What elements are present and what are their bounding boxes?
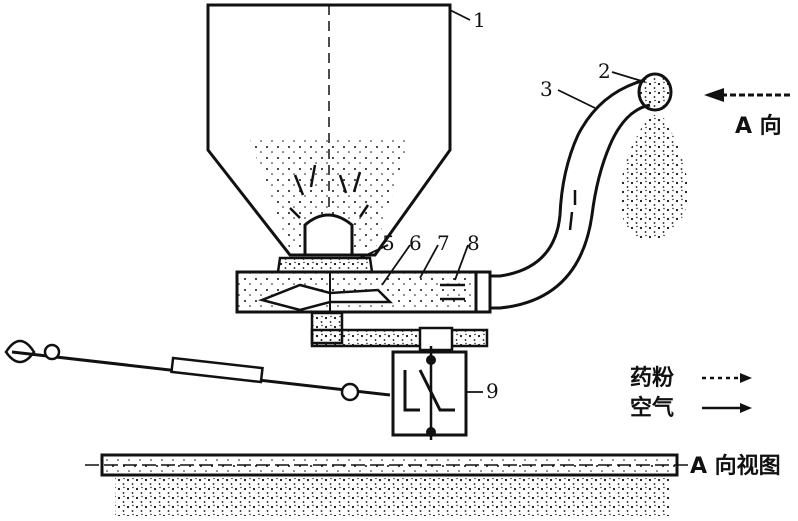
label-part7: 7 — [437, 231, 450, 255]
delivery-pipe — [474, 72, 673, 314]
spray-cloud — [619, 115, 689, 240]
leader-lines — [359, 9, 646, 393]
label-part6: 6 — [409, 231, 422, 255]
label-part2: 2 — [598, 59, 611, 83]
label-part3: 3 — [540, 77, 553, 101]
label-part5: 5 — [382, 231, 395, 255]
agitator — [303, 213, 354, 257]
feed-plate — [276, 256, 374, 274]
crank-handle — [4, 339, 36, 364]
legend-air-label: 空气 — [630, 395, 674, 421]
a-view-bar — [85, 453, 690, 516]
legend-powder-label: 药粉 — [630, 366, 674, 391]
rod-sleeve — [170, 356, 264, 384]
crank-rod — [4, 339, 391, 402]
fan-housing — [235, 270, 485, 314]
nozzle — [637, 72, 673, 112]
label-part8: 8 — [467, 231, 480, 255]
label-direction-a: A 向 — [735, 113, 782, 139]
gearbox — [391, 346, 468, 440]
pipe-collar — [474, 270, 492, 314]
belt-drive — [310, 311, 489, 352]
hopper-flow-arrows — [289, 164, 370, 219]
a-direction-arrow — [704, 88, 792, 102]
label-part9: 9 — [486, 379, 499, 403]
outlet-flow-arrows — [440, 283, 465, 301]
hopper — [206, 3, 452, 257]
fan-blades — [257, 283, 394, 312]
label-view-a: A 向视图 — [690, 453, 781, 479]
label-part1: 1 — [473, 8, 486, 32]
legend: 药粉 空气 — [630, 366, 752, 421]
hopper-powder — [250, 140, 410, 250]
ground-powder — [115, 478, 670, 516]
